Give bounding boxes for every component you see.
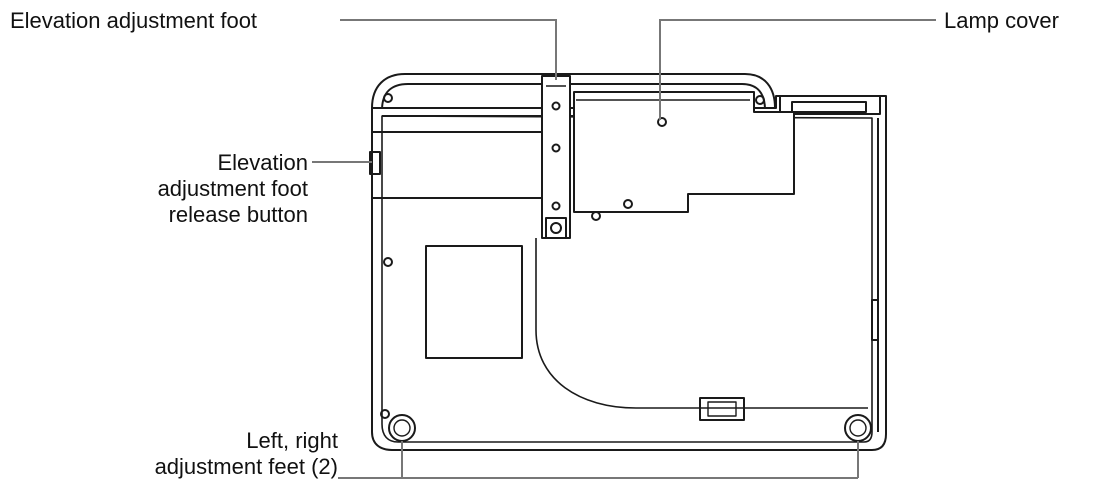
left-adjustment-foot-inner [393, 419, 411, 437]
screw [551, 143, 561, 153]
label-elevation-foot: Elevation adjustment foot [10, 8, 258, 33]
rear-handle [371, 73, 776, 109]
inner-curved-recess [535, 238, 868, 409]
label-release-line2: adjustment foot [157, 176, 308, 201]
screw [657, 117, 667, 127]
screw [755, 95, 765, 105]
label-sticker [425, 245, 523, 359]
label-adjustment-feet: Left, right adjustment feet (2) [155, 428, 338, 480]
leader-elevation-foot [340, 19, 557, 80]
label-feet-line1: Left, right [246, 428, 338, 453]
elevation-foot-bar [541, 75, 571, 239]
screw [383, 93, 393, 103]
lens-window [791, 101, 867, 113]
right-adjustment-foot-inner [849, 419, 867, 437]
label-release-line3: release button [168, 202, 308, 227]
screw [591, 211, 601, 221]
label-release-line1: Elevation [217, 150, 308, 175]
label-feet-line2: adjustment feet (2) [154, 454, 338, 479]
elevation-foot-knob-dot [550, 222, 562, 234]
label-release-button: Elevation adjustment foot release button [158, 150, 308, 228]
screw [623, 199, 633, 209]
screw [383, 257, 393, 267]
bottom-vent [699, 397, 745, 421]
screw [380, 409, 390, 419]
leader-adjustment-feet [338, 441, 859, 479]
bottom-vent-inner [707, 401, 737, 417]
label-lamp-cover: Lamp cover [944, 8, 1059, 33]
screw [551, 101, 561, 111]
elevation-foot-knob [545, 217, 567, 239]
screw [551, 201, 561, 211]
lens-housing [779, 95, 881, 115]
leader-lamp-cover [659, 19, 936, 120]
lamp-cover [573, 91, 795, 213]
bottom-plate [381, 115, 873, 443]
